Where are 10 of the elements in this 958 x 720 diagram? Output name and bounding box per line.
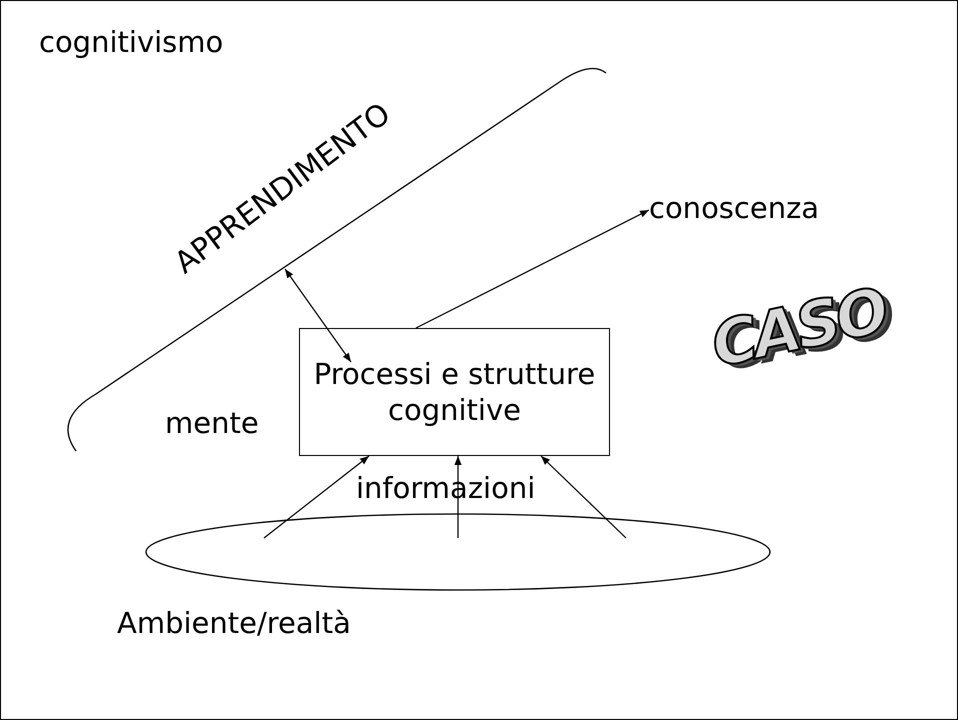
title: cognitivismo: [39, 25, 224, 60]
ellipse-caption: Ambiente/realtà: [117, 606, 351, 641]
arrow: [540, 456, 626, 538]
arrow: [284, 268, 352, 362]
process-box: Processi e strutture cognitive: [299, 328, 610, 456]
wordart-label: CASO: [705, 274, 892, 383]
node-label: conoscenza: [649, 191, 820, 226]
arrow: [264, 456, 370, 538]
arrow: [416, 209, 650, 329]
text-label: mente: [165, 406, 259, 441]
